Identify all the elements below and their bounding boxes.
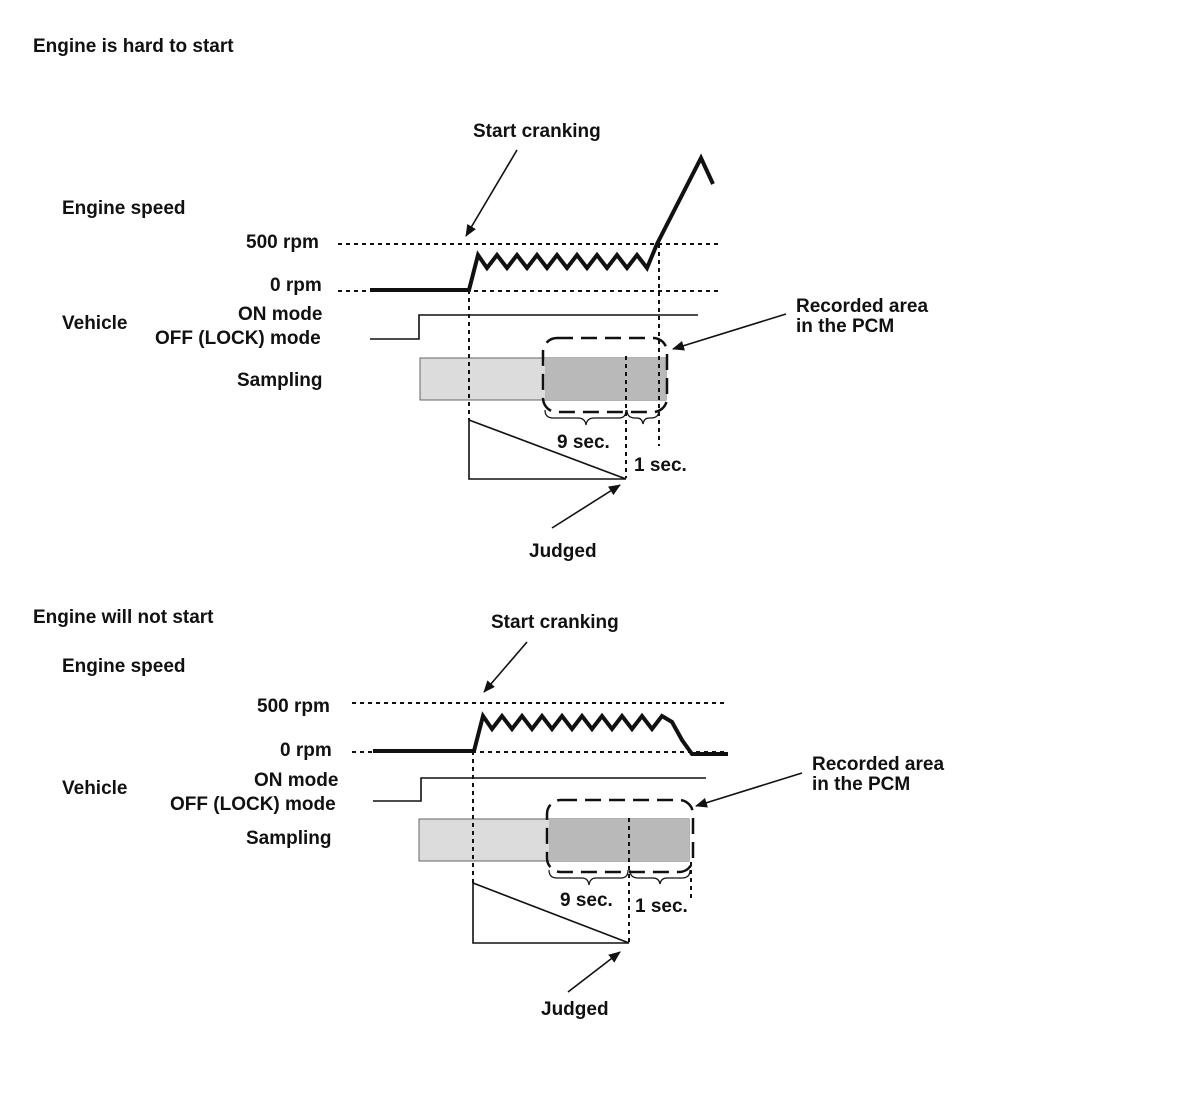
sampling-label: Sampling xyxy=(246,828,332,849)
recorded-area-label-line2: in the PCM xyxy=(796,316,894,337)
rpm-500-label: 500 rpm xyxy=(246,232,319,253)
panel-title: Engine will not start xyxy=(33,607,214,628)
panel-title: Engine is hard to start xyxy=(33,36,234,57)
vehicle-mode-trace xyxy=(373,777,706,802)
one-sec-label: 1 sec. xyxy=(634,455,687,476)
sampling-label: Sampling xyxy=(237,370,323,391)
vehicle-label: Vehicle xyxy=(62,778,128,799)
recorded-area-outline xyxy=(541,336,669,414)
engine-speed-label: Engine speed xyxy=(62,198,186,219)
engine-speed-trace xyxy=(370,153,715,292)
judgement-ramp xyxy=(468,419,627,480)
rpm-500-label: 500 rpm xyxy=(257,696,330,717)
recorded-area-fill xyxy=(545,358,666,400)
engine-speed-label: Engine speed xyxy=(62,656,186,677)
vehicle-label: Vehicle xyxy=(62,313,128,334)
panel-will-not-start: Engine will not start Start cranking Eng… xyxy=(33,607,944,1020)
start-cranking-label: Start cranking xyxy=(491,612,619,633)
recorded-area-label-line2: in the PCM xyxy=(812,774,910,795)
recorded-area-label-line1: Recorded area xyxy=(796,296,928,317)
judged-arrow xyxy=(551,484,621,529)
start-cranking-arrow xyxy=(465,149,518,237)
off-lock-mode-label: OFF (LOCK) mode xyxy=(155,328,321,349)
nine-sec-brace xyxy=(548,869,629,886)
start-cranking-label: Start cranking xyxy=(473,121,601,142)
panel-hard-to-start: Engine is hard to start Start cranking E… xyxy=(33,36,928,562)
start-cranking-arrow xyxy=(483,641,528,693)
recorded-area-arrow xyxy=(695,772,803,808)
judged-label: Judged xyxy=(541,999,609,1020)
on-mode-label: ON mode xyxy=(254,770,338,791)
recorded-area-arrow xyxy=(672,313,787,351)
vehicle-mode-trace xyxy=(370,314,698,340)
on-mode-label: ON mode xyxy=(238,304,322,325)
one-sec-brace xyxy=(626,409,660,425)
nine-sec-brace xyxy=(544,409,627,426)
judged-label: Judged xyxy=(529,541,597,562)
rpm-0-label: 0 rpm xyxy=(270,275,322,296)
rpm-0-label: 0 rpm xyxy=(280,740,332,761)
off-lock-mode-label: OFF (LOCK) mode xyxy=(170,794,336,815)
recorded-area-fill xyxy=(549,819,689,861)
one-sec-label: 1 sec. xyxy=(635,896,688,917)
nine-sec-label: 9 sec. xyxy=(557,432,610,453)
engine-speed-trace xyxy=(373,711,728,756)
nine-sec-label: 9 sec. xyxy=(560,890,613,911)
judgement-ramp xyxy=(472,882,630,944)
recorded-area-outline xyxy=(545,798,695,874)
judged-arrow xyxy=(567,951,621,993)
one-sec-brace xyxy=(629,869,691,885)
recorded-area-label-line1: Recorded area xyxy=(812,754,944,775)
